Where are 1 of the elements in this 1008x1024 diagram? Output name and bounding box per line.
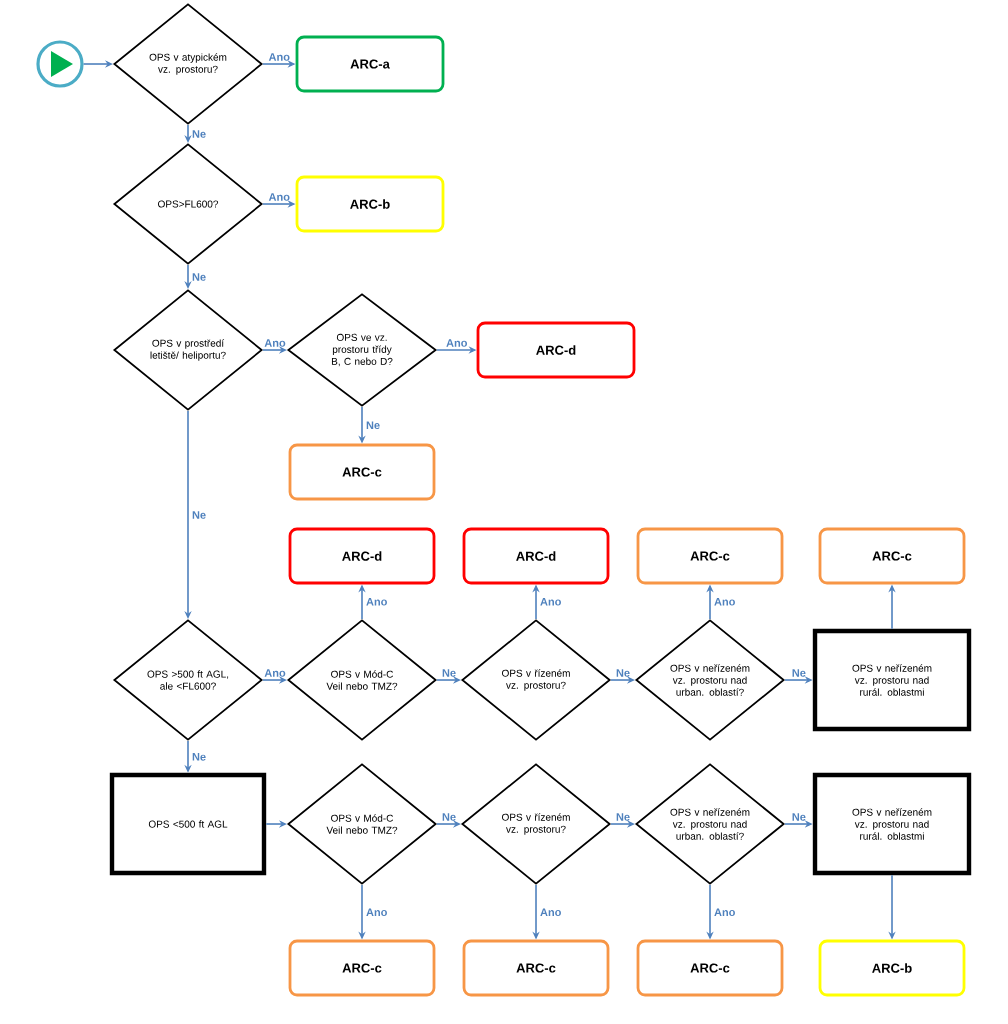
start-symbol (36, 40, 84, 88)
